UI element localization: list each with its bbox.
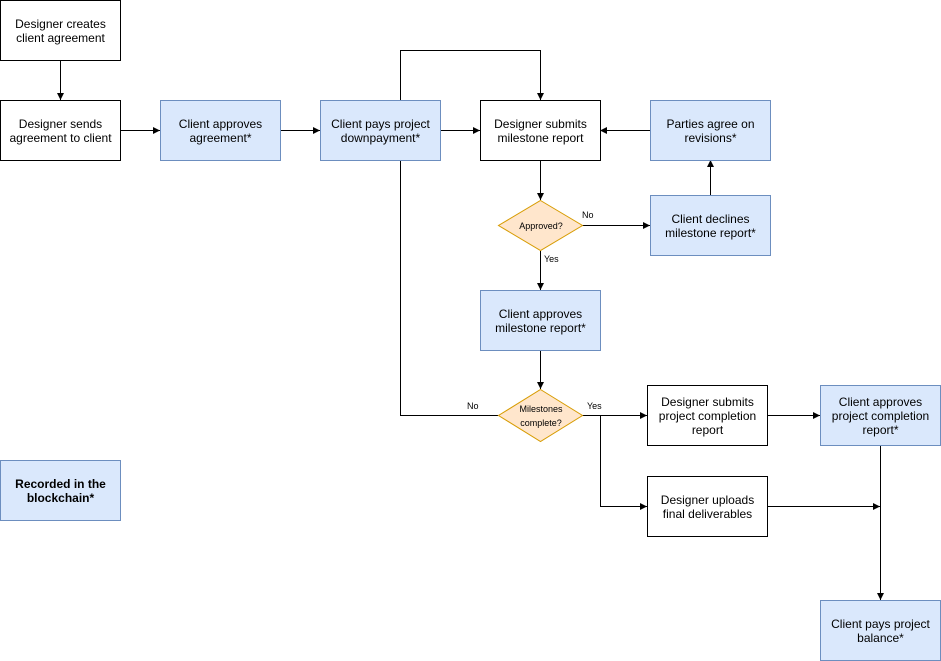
- node-label: Client approves project completion repor…: [831, 394, 930, 437]
- node-designer-submits-completion[interactable]: Designer submits project completion repo…: [647, 385, 768, 446]
- node-label: Client approves milestone report*: [495, 306, 586, 335]
- node-parties-agree-revisions[interactable]: Parties agree on revisions*: [650, 100, 771, 161]
- edge-label-approved-yes: Yes: [544, 254, 559, 264]
- node-label: Designer sends agreement to client: [9, 116, 112, 145]
- decision-milestones-label[interactable]: Milestones complete?: [519, 404, 563, 428]
- node-label: Client pays project downpayment*: [331, 116, 430, 145]
- node-label: Designer submits milestone report: [494, 116, 587, 145]
- edge-milestones-no: [400, 160, 498, 416]
- node-label: Client approves agreement*: [178, 116, 263, 145]
- node-label: Designer creates client agreement: [15, 16, 106, 45]
- edge-milestones-to-uploads: [600, 415, 647, 510]
- node-designer-sends-agreement[interactable]: Designer sends agreement to client: [0, 100, 121, 161]
- node-client-approves-completion[interactable]: Client approves project completion repor…: [820, 385, 941, 446]
- node-client-pays-balance[interactable]: Client pays project balance*: [820, 600, 941, 661]
- node-client-approves-agreement[interactable]: Client approves agreement*: [160, 100, 281, 161]
- edge-label-approved-no: No: [582, 210, 594, 220]
- node-client-declines-milestone[interactable]: Client declines milestone report*: [650, 195, 771, 256]
- node-label: Client declines milestone report*: [665, 211, 756, 240]
- node-client-approves-milestone[interactable]: Client approves milestone report*: [480, 290, 601, 351]
- legend-label: Recorded in the blockchain*: [15, 476, 106, 505]
- decision-milestones-shape: [497, 388, 584, 443]
- legend-blockchain: Recorded in the blockchain*: [0, 460, 121, 521]
- node-label: Designer uploads final deliverables: [660, 492, 755, 521]
- node-label: Client pays project balance*: [831, 616, 930, 645]
- edge-loop-over-to-submits: [400, 50, 544, 100]
- edge-label-milestones-no: No: [467, 401, 479, 411]
- edge-label-milestones-yes: Yes: [587, 401, 602, 411]
- decision-approved-label[interactable]: Approved?: [519, 221, 563, 231]
- node-designer-submits-milestone[interactable]: Designer submits milestone report: [480, 100, 601, 161]
- node-label: Designer submits project completion repo…: [658, 394, 757, 437]
- node-client-pays-downpayment[interactable]: Client pays project downpayment*: [320, 100, 441, 161]
- node-designer-uploads-deliverables[interactable]: Designer uploads final deliverables: [647, 476, 768, 537]
- decision-approved-shape: [497, 199, 584, 252]
- node-designer-creates-agreement[interactable]: Designer creates client agreement: [0, 0, 121, 61]
- node-label: Parties agree on revisions*: [666, 116, 755, 145]
